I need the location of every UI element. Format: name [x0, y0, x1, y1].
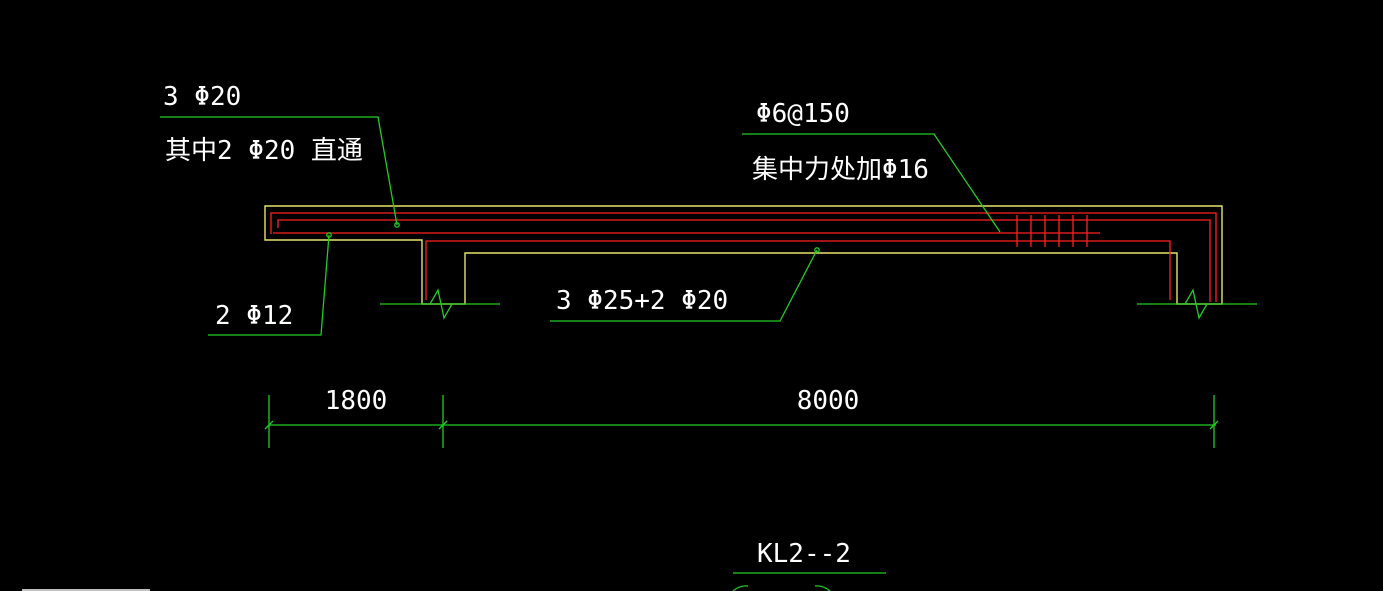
leader-dot-span	[814, 247, 820, 253]
top-rebar-outer	[270, 212, 1217, 302]
left-break-mark	[429, 288, 453, 320]
top-rebar-inner	[277, 219, 1211, 302]
left-support	[380, 288, 500, 320]
leader-span-bottom	[550, 249, 818, 322]
added-stirrups	[1016, 215, 1088, 247]
label-top-bars: 3 Φ20	[163, 82, 241, 112]
span-bottom-rebar	[425, 240, 1171, 300]
dimension-lines	[264, 395, 1219, 448]
beam-outline	[264, 205, 1223, 305]
partial-bracket-left	[732, 585, 749, 591]
dim-cantilever: 1800	[325, 386, 388, 416]
beam-id: KL2--2	[757, 539, 851, 569]
right-support	[1137, 288, 1257, 320]
label-top-bars-note: 其中2 Φ20 直通	[165, 136, 363, 166]
rebar-group	[270, 212, 1217, 302]
label-span-bottom: 3 Φ25+2 Φ20	[556, 286, 728, 316]
label-cantilever-bottom: 2 Φ12	[215, 301, 293, 331]
leader-top-bars	[160, 116, 398, 226]
leader-dot-top	[394, 222, 400, 228]
leader-cantilever-bottom	[208, 234, 330, 336]
dim-span: 8000	[797, 386, 860, 416]
right-break-mark	[1184, 288, 1208, 320]
leaders	[160, 116, 1001, 336]
leader-dot-cantilever	[326, 232, 332, 238]
leader-stirrups	[742, 133, 1001, 233]
label-stirrups-note: 集中力处加Φ16	[752, 155, 929, 185]
label-stirrups: Φ6@150	[756, 99, 850, 129]
partial-bracket-right	[814, 585, 831, 591]
beam-profile	[264, 205, 1223, 305]
